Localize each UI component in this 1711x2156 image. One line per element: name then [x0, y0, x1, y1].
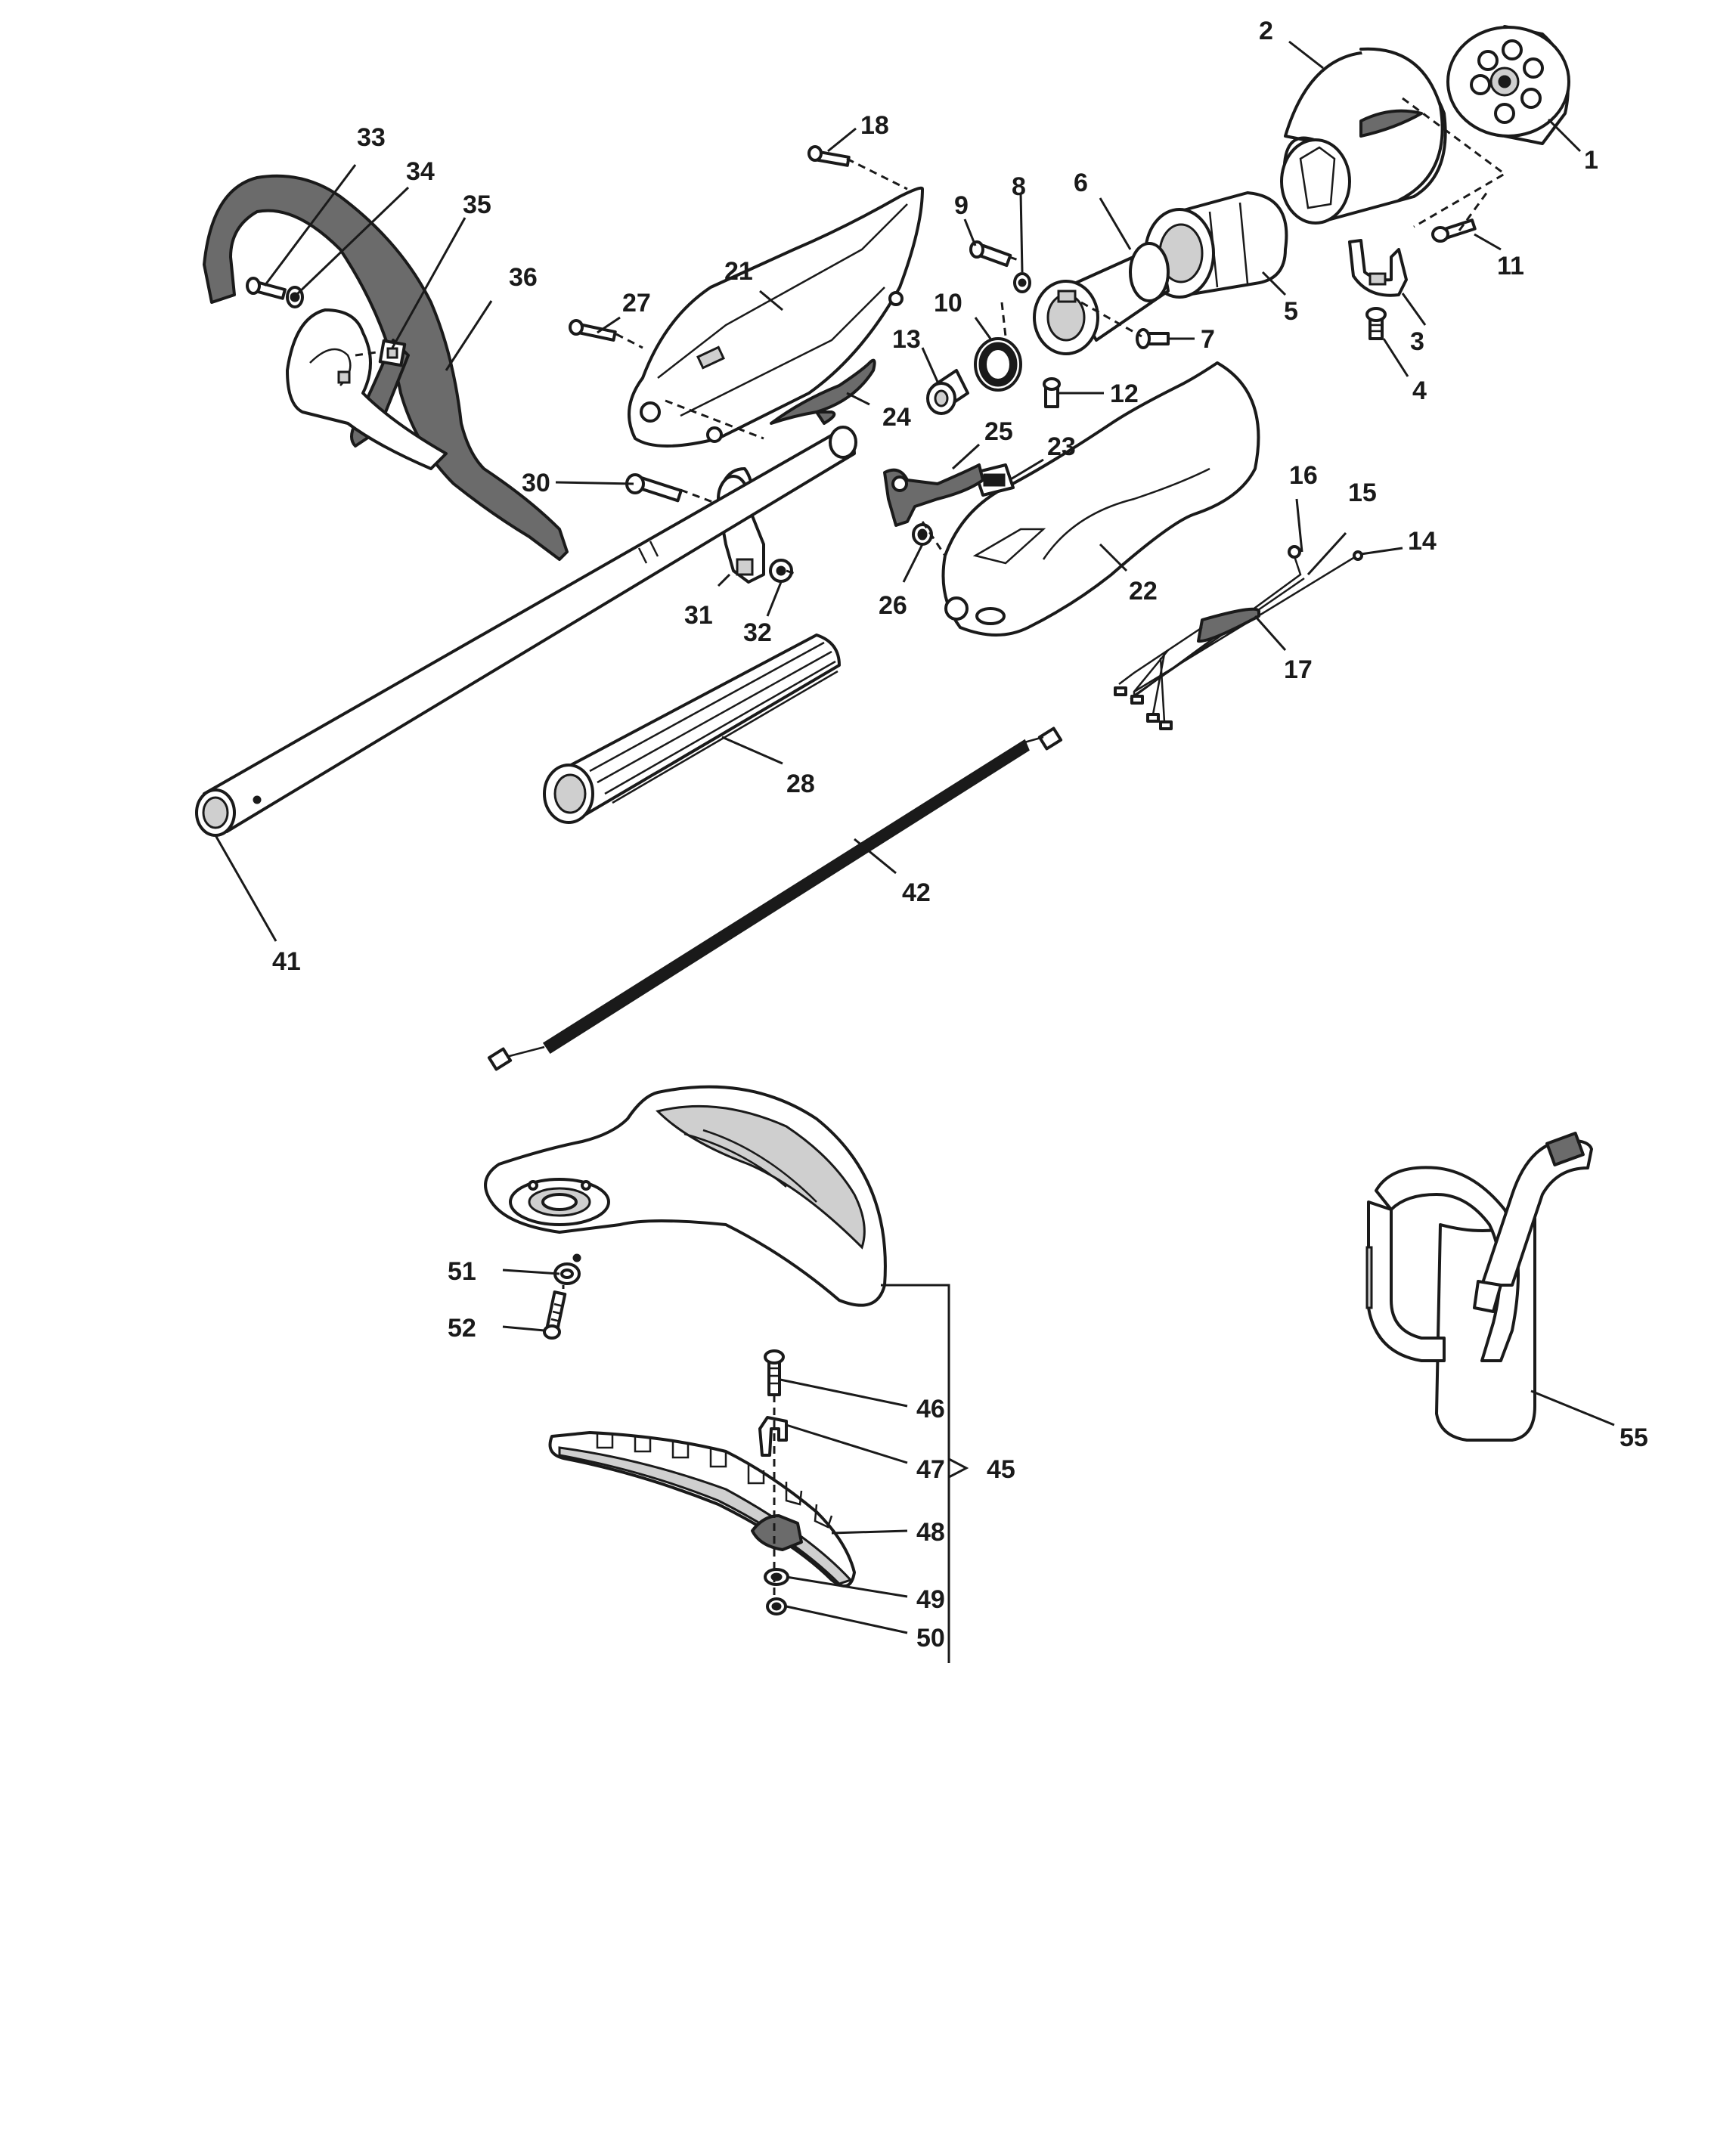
callout-52: 52 [448, 1314, 476, 1343]
callout-17: 17 [1284, 655, 1313, 684]
part-27-screw [569, 319, 617, 342]
callout-16: 16 [1289, 461, 1318, 490]
leader-lines [214, 40, 1615, 1663]
callout-49: 49 [916, 1585, 945, 1614]
callout-41: 41 [272, 947, 301, 976]
part-21-upper-handle-half [628, 186, 924, 448]
part-6-tube-coupling [1033, 242, 1170, 355]
part-48-guard-insert [548, 1431, 856, 1588]
part-1-clutch-drum [1446, 25, 1570, 145]
part-35-handle-clamp [286, 308, 448, 470]
callout-22: 22 [1129, 577, 1158, 606]
callout-1: 1 [1584, 146, 1598, 175]
part-8-washer [1013, 272, 1031, 293]
callout-27: 27 [622, 289, 651, 318]
callout-32: 32 [743, 618, 772, 647]
part-3-bracket [1348, 239, 1408, 297]
callout-34: 34 [406, 157, 435, 186]
callout-23: 23 [1047, 432, 1076, 461]
part-36-loop-handle [203, 174, 569, 561]
part-4-screw [1365, 307, 1387, 340]
callout-15: 15 [1348, 479, 1377, 507]
part-50-nut [766, 1597, 787, 1615]
part-7-screw [1136, 328, 1170, 349]
part-51-washer [553, 1262, 581, 1285]
part-30-screw [625, 473, 683, 503]
part-22-lower-handle-half [941, 361, 1260, 637]
callout-3: 3 [1410, 327, 1424, 356]
part-24-throttle-trigger [770, 358, 876, 425]
callout-48: 48 [916, 1518, 945, 1547]
part-18-screw [807, 145, 851, 167]
callout-18: 18 [860, 111, 889, 140]
part-45-guard-upper [484, 1085, 887, 1307]
callout-5: 5 [1284, 297, 1298, 326]
part-14-15-16-17-wire-harness [1114, 545, 1363, 730]
callout-21: 21 [724, 257, 753, 286]
assembly-dashed-lines [355, 97, 1507, 1599]
part-23-switch [974, 463, 1015, 497]
callout-10: 10 [934, 289, 962, 318]
callout-4: 4 [1412, 376, 1427, 405]
part-26-washer [912, 523, 933, 546]
callout-7: 7 [1201, 325, 1215, 354]
part-11-screw [1431, 218, 1477, 243]
part-28-grip-sleeve [543, 633, 841, 824]
part-47-bracket [758, 1416, 788, 1457]
part-32-nut [769, 559, 793, 583]
callout-31: 31 [684, 601, 713, 630]
callout-45: 45 [987, 1455, 1015, 1484]
part-41-shaft-tube [195, 426, 857, 837]
callout-42: 42 [902, 878, 931, 907]
part-12-screw [1043, 377, 1061, 408]
part-42-drive-cable [487, 726, 1063, 1071]
callout-13: 13 [892, 325, 921, 354]
part-10-gear-ring [974, 337, 1022, 392]
callout-25: 25 [984, 417, 1013, 446]
callout-51: 51 [448, 1257, 476, 1286]
part-9-screw [969, 240, 1012, 268]
callout-12: 12 [1110, 379, 1139, 408]
callout-36: 36 [509, 263, 538, 292]
part-49-washer [764, 1568, 789, 1586]
callout-2: 2 [1259, 17, 1273, 45]
callout-11: 11 [1497, 252, 1524, 280]
callout-labels: 1 2 3 4 5 6 7 8 9 10 11 12 13 14 15 16 1… [272, 17, 1648, 1653]
callout-28: 28 [786, 770, 815, 798]
part-33-screw [246, 277, 287, 300]
part-55-shoulder-harness [1365, 1132, 1593, 1442]
callout-50: 50 [916, 1624, 945, 1653]
callout-55: 55 [1620, 1423, 1648, 1452]
callout-14: 14 [1408, 527, 1437, 556]
part-46-screw [764, 1349, 785, 1396]
callout-26: 26 [879, 591, 907, 620]
callout-6: 6 [1074, 169, 1088, 197]
callout-46: 46 [916, 1395, 945, 1423]
callout-30: 30 [522, 469, 550, 497]
callout-47: 47 [916, 1455, 945, 1484]
part-13-bushing [926, 369, 969, 415]
part-25-lever [883, 463, 984, 527]
part-35-square-nut [378, 339, 407, 367]
part-2-clutch-housing [1280, 47, 1447, 225]
callout-35: 35 [463, 191, 491, 219]
callout-24: 24 [882, 403, 911, 432]
callout-33: 33 [357, 123, 386, 152]
callout-9: 9 [954, 191, 969, 220]
part-52-screw [543, 1290, 567, 1340]
callout-8: 8 [1012, 172, 1026, 201]
